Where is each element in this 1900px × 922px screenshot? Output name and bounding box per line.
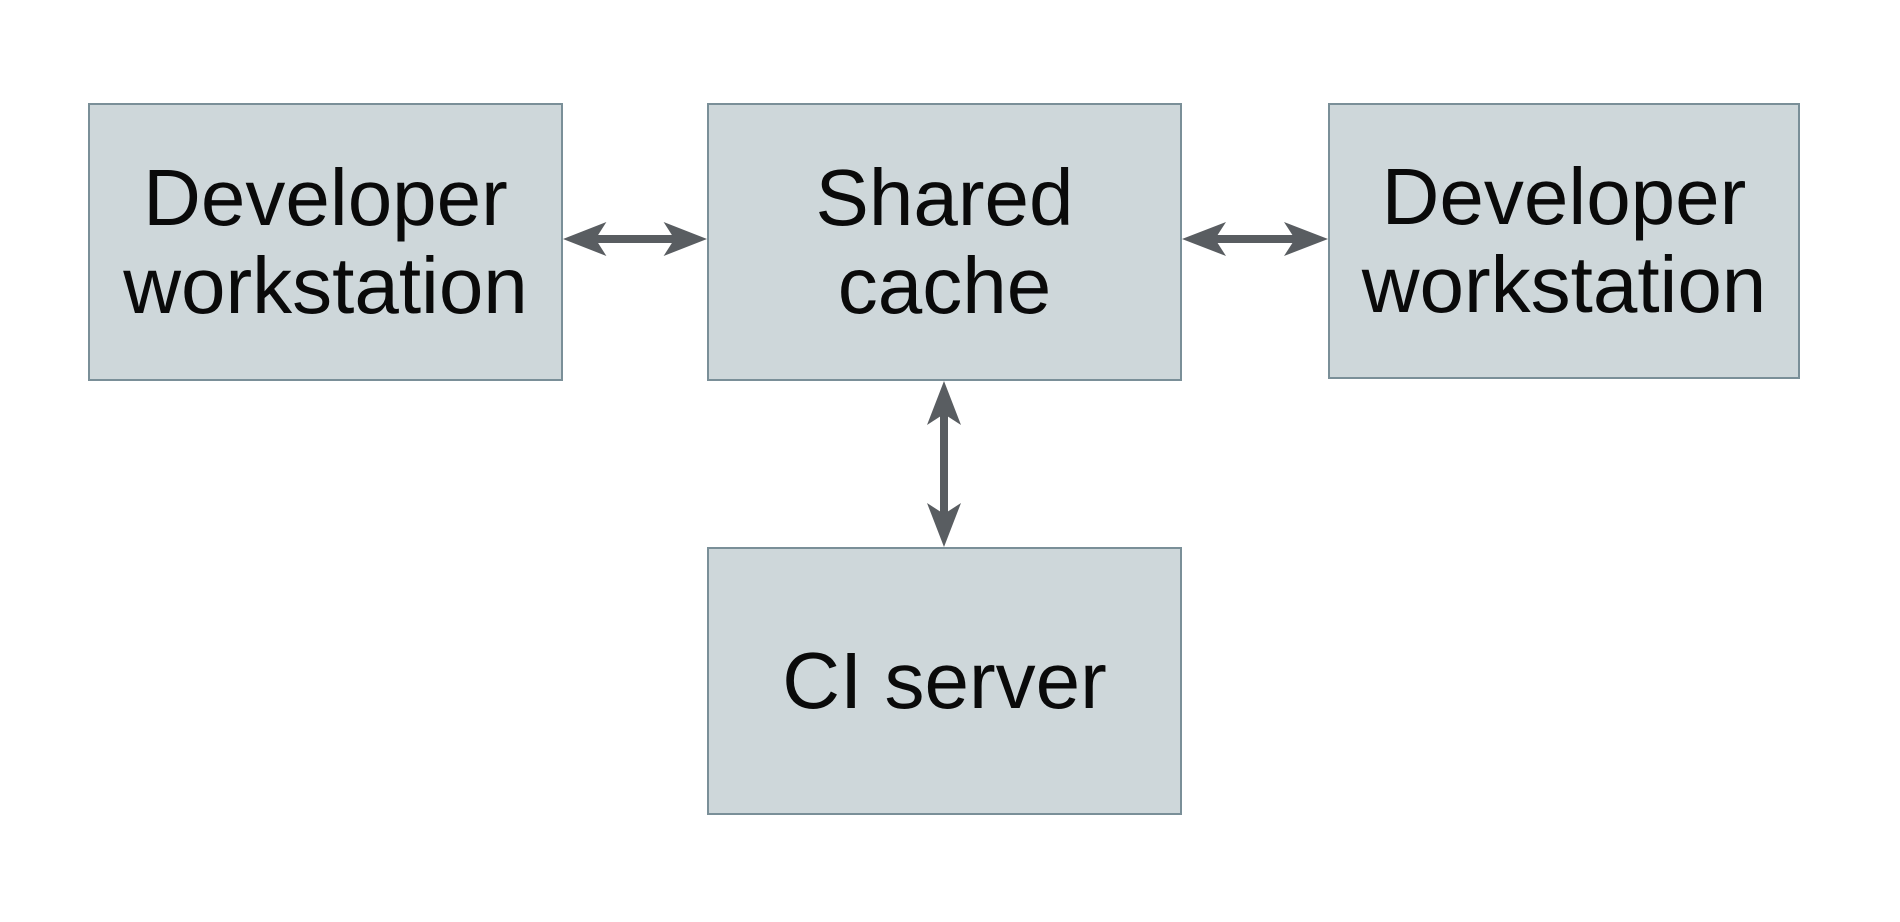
node-developer-workstation-right: Developer workstation	[1328, 103, 1800, 379]
node-label: Shared cache	[816, 154, 1074, 330]
node-label: Developer workstation	[123, 154, 528, 330]
node-label-line: CI server	[782, 636, 1107, 725]
bidirectional-arrow-shared-cache-dev-right-icon	[1182, 222, 1328, 256]
node-label-line: workstation	[1361, 240, 1767, 329]
node-label: Developer workstation	[1362, 153, 1767, 329]
node-label-line: workstation	[123, 241, 528, 330]
node-developer-workstation-left: Developer workstation	[88, 103, 563, 381]
node-ci-server: CI server	[707, 547, 1182, 815]
node-label-line: Shared	[815, 153, 1074, 242]
bidirectional-arrow-dev-left-shared-cache-icon	[563, 222, 707, 256]
node-shared-cache: Shared cache	[707, 103, 1182, 381]
node-label-line: Developer	[143, 153, 508, 242]
node-label-line: cache	[837, 241, 1052, 330]
bidirectional-arrow-shared-cache-ci-server-icon	[927, 381, 961, 547]
node-label-line: Developer	[1381, 152, 1747, 241]
node-label: CI server	[782, 637, 1107, 725]
